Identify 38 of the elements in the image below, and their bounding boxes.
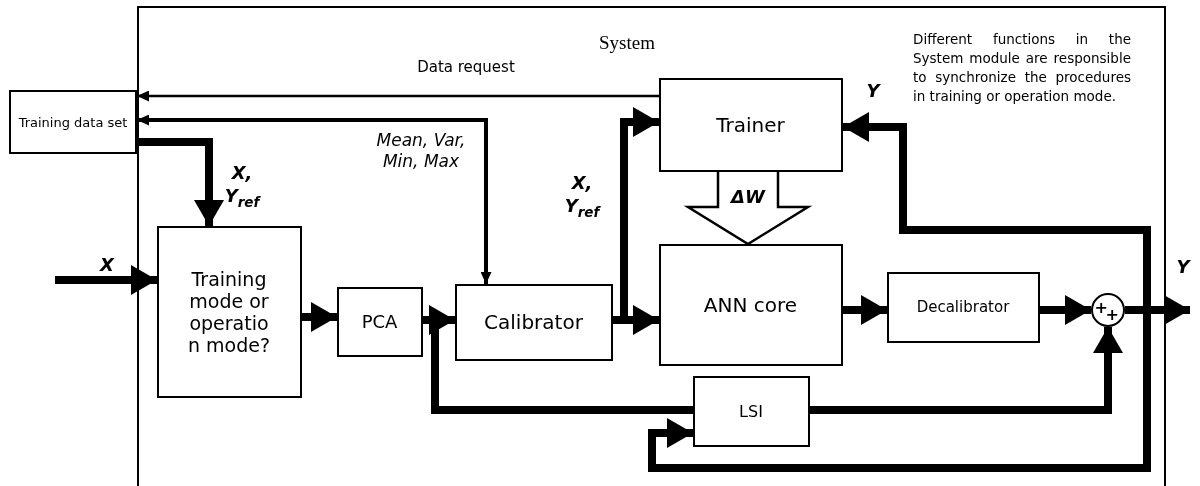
system-title: System xyxy=(599,32,655,54)
hollow-arrow xyxy=(683,170,813,246)
arrow xyxy=(810,327,1123,414)
system-boundary xyxy=(137,6,1166,486)
box-label: Training data set xyxy=(18,114,128,130)
arrow xyxy=(137,90,659,102)
arrow xyxy=(137,114,492,284)
arrow xyxy=(1040,295,1091,325)
box-label: ANN core xyxy=(703,292,798,317)
edge-label: X xyxy=(98,254,116,277)
box-label: Training mode or operatio n mode? xyxy=(186,267,272,356)
summing-junction xyxy=(1090,292,1125,327)
box-label: Decalibrator xyxy=(916,298,1010,316)
box-label: Trainer xyxy=(716,112,785,137)
edge-label: Data request xyxy=(416,58,516,77)
box-label: PCA xyxy=(361,311,398,332)
box-label: Calibrator xyxy=(484,310,583,334)
process-box xyxy=(9,90,137,154)
arrow xyxy=(843,295,887,325)
process-box xyxy=(886,271,1040,343)
plus-sign: + xyxy=(1094,299,1108,316)
process-box xyxy=(658,77,843,172)
edge-label: Y xyxy=(865,80,882,103)
edge-label: X, Y$_{ref}$ xyxy=(223,162,262,210)
note-text: Different functions in the System module are responsible to synchronize the procedures in training or operation mode. xyxy=(913,30,1131,106)
process-box xyxy=(156,225,302,398)
process-box xyxy=(692,375,810,447)
arrow xyxy=(137,138,224,226)
edge-label: ΔW xyxy=(729,186,767,209)
edge-label: Y xyxy=(1175,256,1192,279)
arrow xyxy=(302,302,337,332)
edge-label: X, Y$_{ref}$ xyxy=(563,172,602,220)
process-box xyxy=(336,286,423,357)
process-box xyxy=(658,243,843,366)
process-box xyxy=(454,283,613,361)
arrow xyxy=(648,306,1151,472)
edge-label: Mean, Var, Min, Max xyxy=(375,130,467,173)
box-label: LSI xyxy=(739,401,763,421)
